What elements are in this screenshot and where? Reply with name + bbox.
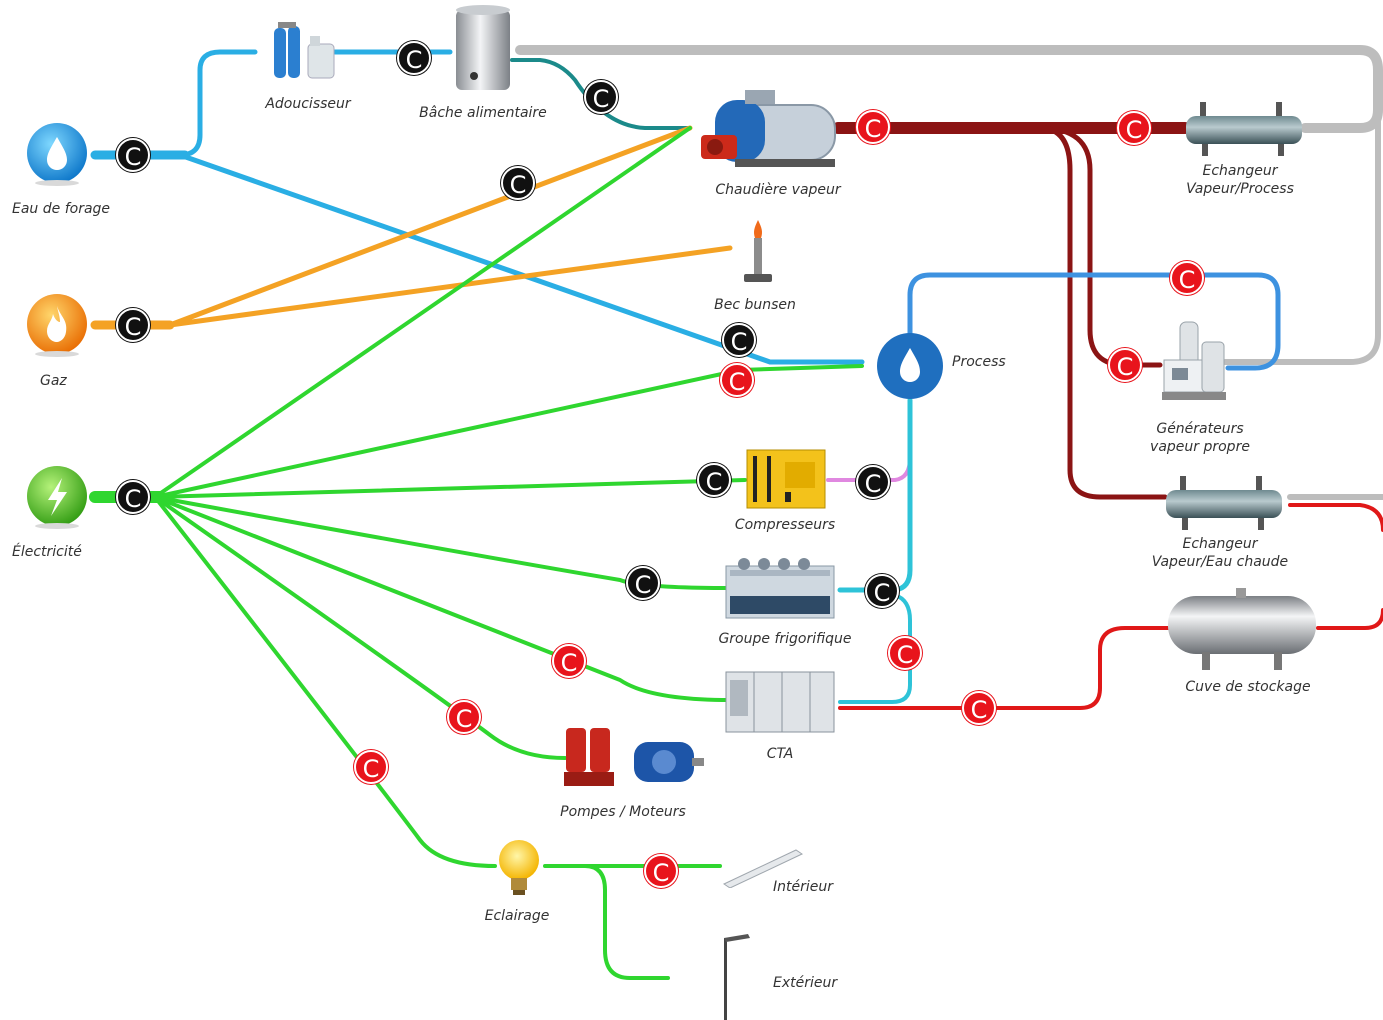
label-process: Process <box>952 354 1006 370</box>
meter-vapeur-chaudiere: C <box>856 110 890 144</box>
label-interieur: Intérieur <box>773 879 833 895</box>
feedwater-line <box>510 58 692 130</box>
label-bec-bunsen: Bec bunsen <box>714 297 796 313</box>
label-gaz: Gaz <box>40 373 67 389</box>
label-generateurs-line2: vapeur propre <box>1150 439 1250 455</box>
label-adoucisseur: Adoucisseur <box>265 96 351 112</box>
flame-icon <box>27 294 87 357</box>
chiller-icon <box>725 558 835 619</box>
label-echangeur-eau: Echangeur Vapeur/Eau chaude <box>1138 535 1302 571</box>
label-compresseurs: Compresseurs <box>734 517 836 533</box>
meter-eau-glacee: C <box>865 574 899 608</box>
compressor-icon <box>746 449 826 509</box>
label-exterieur: Extérieur <box>773 975 838 991</box>
bunsen-burner-icon <box>744 220 772 282</box>
hot-water-line-cta <box>838 626 1170 710</box>
label-cuve-de-stockage: Cuve de stockage <box>1185 679 1311 695</box>
electricity-line-boiler <box>153 126 692 499</box>
lightning-icon <box>27 466 87 529</box>
air-handling-unit-icon <box>725 671 835 733</box>
heat-exchanger-icon <box>1186 102 1302 156</box>
electricity-line-chiller <box>153 495 732 590</box>
steam-line-generator <box>1037 125 1163 368</box>
meter-gaz: C <box>116 308 150 342</box>
label-bache-alimentaire: Bâche alimentaire <box>419 105 547 121</box>
meter-air-comprime: C <box>856 465 890 499</box>
label-electricite: Électricité <box>12 544 82 560</box>
meter-gaz-chaudiere: C <box>501 166 535 200</box>
label-echangeur-eau-line2: Vapeur/Eau chaude <box>1151 554 1289 570</box>
meter-elec-groupe-froid: C <box>626 566 660 600</box>
meter-eau-chaude-cta: C <box>962 691 996 725</box>
meter-bache: C <box>584 80 618 114</box>
meter-eau-glacee-cta: C <box>888 636 922 670</box>
process-drop-icon <box>877 333 943 399</box>
label-echangeur-eau-line1: Echangeur <box>1182 536 1258 552</box>
electricity-line-lighting <box>153 495 497 868</box>
condensate-return-line <box>515 45 1383 133</box>
electricity-line-exterior <box>583 864 670 980</box>
steam-line-hotwater <box>1037 125 1168 500</box>
ceiling-light-icon <box>722 849 804 888</box>
meter-elec-cta: C <box>552 644 586 678</box>
label-echangeur-process-line1: Echangeur <box>1202 163 1278 179</box>
meter-adoucisseur: C <box>397 41 431 75</box>
steam-boiler-icon <box>701 90 836 167</box>
meter-eau-process: C <box>722 323 756 357</box>
chilled-water-line-2 <box>838 593 912 704</box>
meter-elec-process: C <box>720 363 754 397</box>
label-groupe-frigorifique: Groupe frigorifique <box>718 631 852 647</box>
label-eau-de-forage: Eau de forage <box>12 201 111 217</box>
meter-vapeur-echangeur: C <box>1117 111 1151 145</box>
meter-boucle-process: C <box>1170 261 1204 295</box>
meter-vapeur-generateurs: C <box>1108 348 1142 382</box>
water-drop-icon <box>27 123 87 186</box>
street-lamp-icon <box>724 934 750 1020</box>
pump-motor-icon <box>564 728 704 786</box>
condensate-return-line-2 <box>1222 117 1381 365</box>
meter-eclairage-interieur: C <box>644 854 678 888</box>
hot-water-line-tank <box>1316 608 1383 630</box>
heat-exchanger-icon <box>1166 476 1282 530</box>
feed-tank-icon <box>456 5 510 90</box>
meter-electricite: C <box>116 480 150 514</box>
meter-elec-eclairage: C <box>354 750 388 784</box>
gas-line-bunsen <box>167 245 733 328</box>
clean-steam-generator-icon <box>1162 321 1226 400</box>
label-echangeur-process-line2: Vapeur/Process <box>1186 181 1294 197</box>
meter-elec-pompes: C <box>447 700 481 734</box>
label-generateurs-line1: Générateurs <box>1156 421 1244 437</box>
water-line-process <box>177 152 865 365</box>
label-cta: CTA <box>766 746 794 762</box>
label-eclairage: Eclairage <box>484 908 550 924</box>
process-loop <box>907 272 1281 371</box>
label-chaudiere-vapeur: Chaudière vapeur <box>715 182 841 198</box>
water-softener-icon <box>274 22 335 79</box>
label-echangeur-process: Echangeur Vapeur/Process <box>1170 162 1310 198</box>
meter-eau-de-forage: C <box>116 138 150 172</box>
label-pompes-moteurs: Pompes / Moteurs <box>560 804 686 820</box>
gas-line-boiler <box>167 125 693 328</box>
meter-elec-compresseurs: C <box>697 463 731 497</box>
light-bulb-icon <box>499 840 539 895</box>
storage-tank-icon <box>1168 588 1316 670</box>
label-generateurs: Générateurs vapeur propre <box>1130 420 1270 456</box>
hot-water-line-exchanger <box>1288 503 1383 532</box>
electricity-line-compressor <box>153 478 747 499</box>
